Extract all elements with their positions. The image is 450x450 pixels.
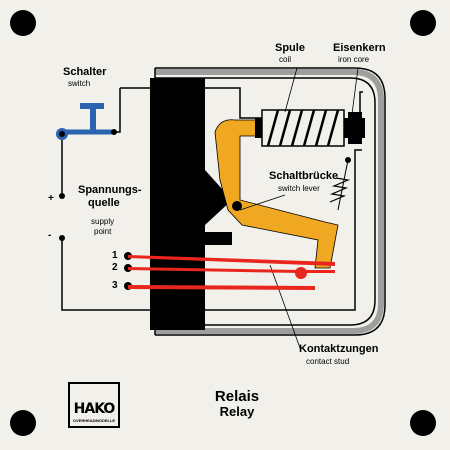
terminal-label-2: 2 [112,262,118,273]
label-contact-stud: contact stud [306,357,350,366]
label-schalter: Schalter [63,66,107,78]
supply-point-minus [59,235,65,241]
mounting-hole-top-right [410,10,436,36]
label-minus: - [48,230,52,241]
mounting-hole-bottom-left [10,410,36,436]
title-de: Relais [214,388,260,405]
supply-point-plus [59,193,65,199]
label-spule: Spule [275,42,305,54]
coil-wire-left [120,87,262,119]
label-switch-lever: switch lever [278,184,320,193]
mounting-hole-top-left [10,10,36,36]
label-spannungsquelle-1: Spannungs- [78,184,142,196]
pivot [232,201,242,211]
switch [80,103,104,132]
switch-wire [115,88,121,133]
relay-frame [155,67,386,336]
title-en: Relay [219,404,255,419]
yoke [150,78,232,250]
terminal-label-1: 1 [112,250,118,261]
supply-wire [61,138,362,311]
label-switch: switch [68,79,91,88]
hako-logo: HAKO OVERHEADMODELLE [68,382,120,428]
label-plus: + [48,193,54,204]
label-iron-core: iron core [338,55,370,64]
label-schaltbruecke: Schaltbrücke [269,170,339,182]
label-kontaktzungen: Kontaktzungen [299,343,379,355]
terminal-label-3: 3 [112,280,118,291]
coil [261,109,345,147]
label-spannungsquelle-2: quelle [88,197,120,209]
label-coil: coil [279,55,292,64]
logo-sub: OVERHEADMODELLE [72,418,116,423]
label-supply-2: point [94,227,112,236]
logo-name: HAKO [73,401,116,417]
mounting-hole-bottom-right [410,410,436,436]
contact-springs [128,255,335,290]
label-supply-1: supply [91,217,115,226]
label-eisenkern: Eisenkern [333,42,386,54]
